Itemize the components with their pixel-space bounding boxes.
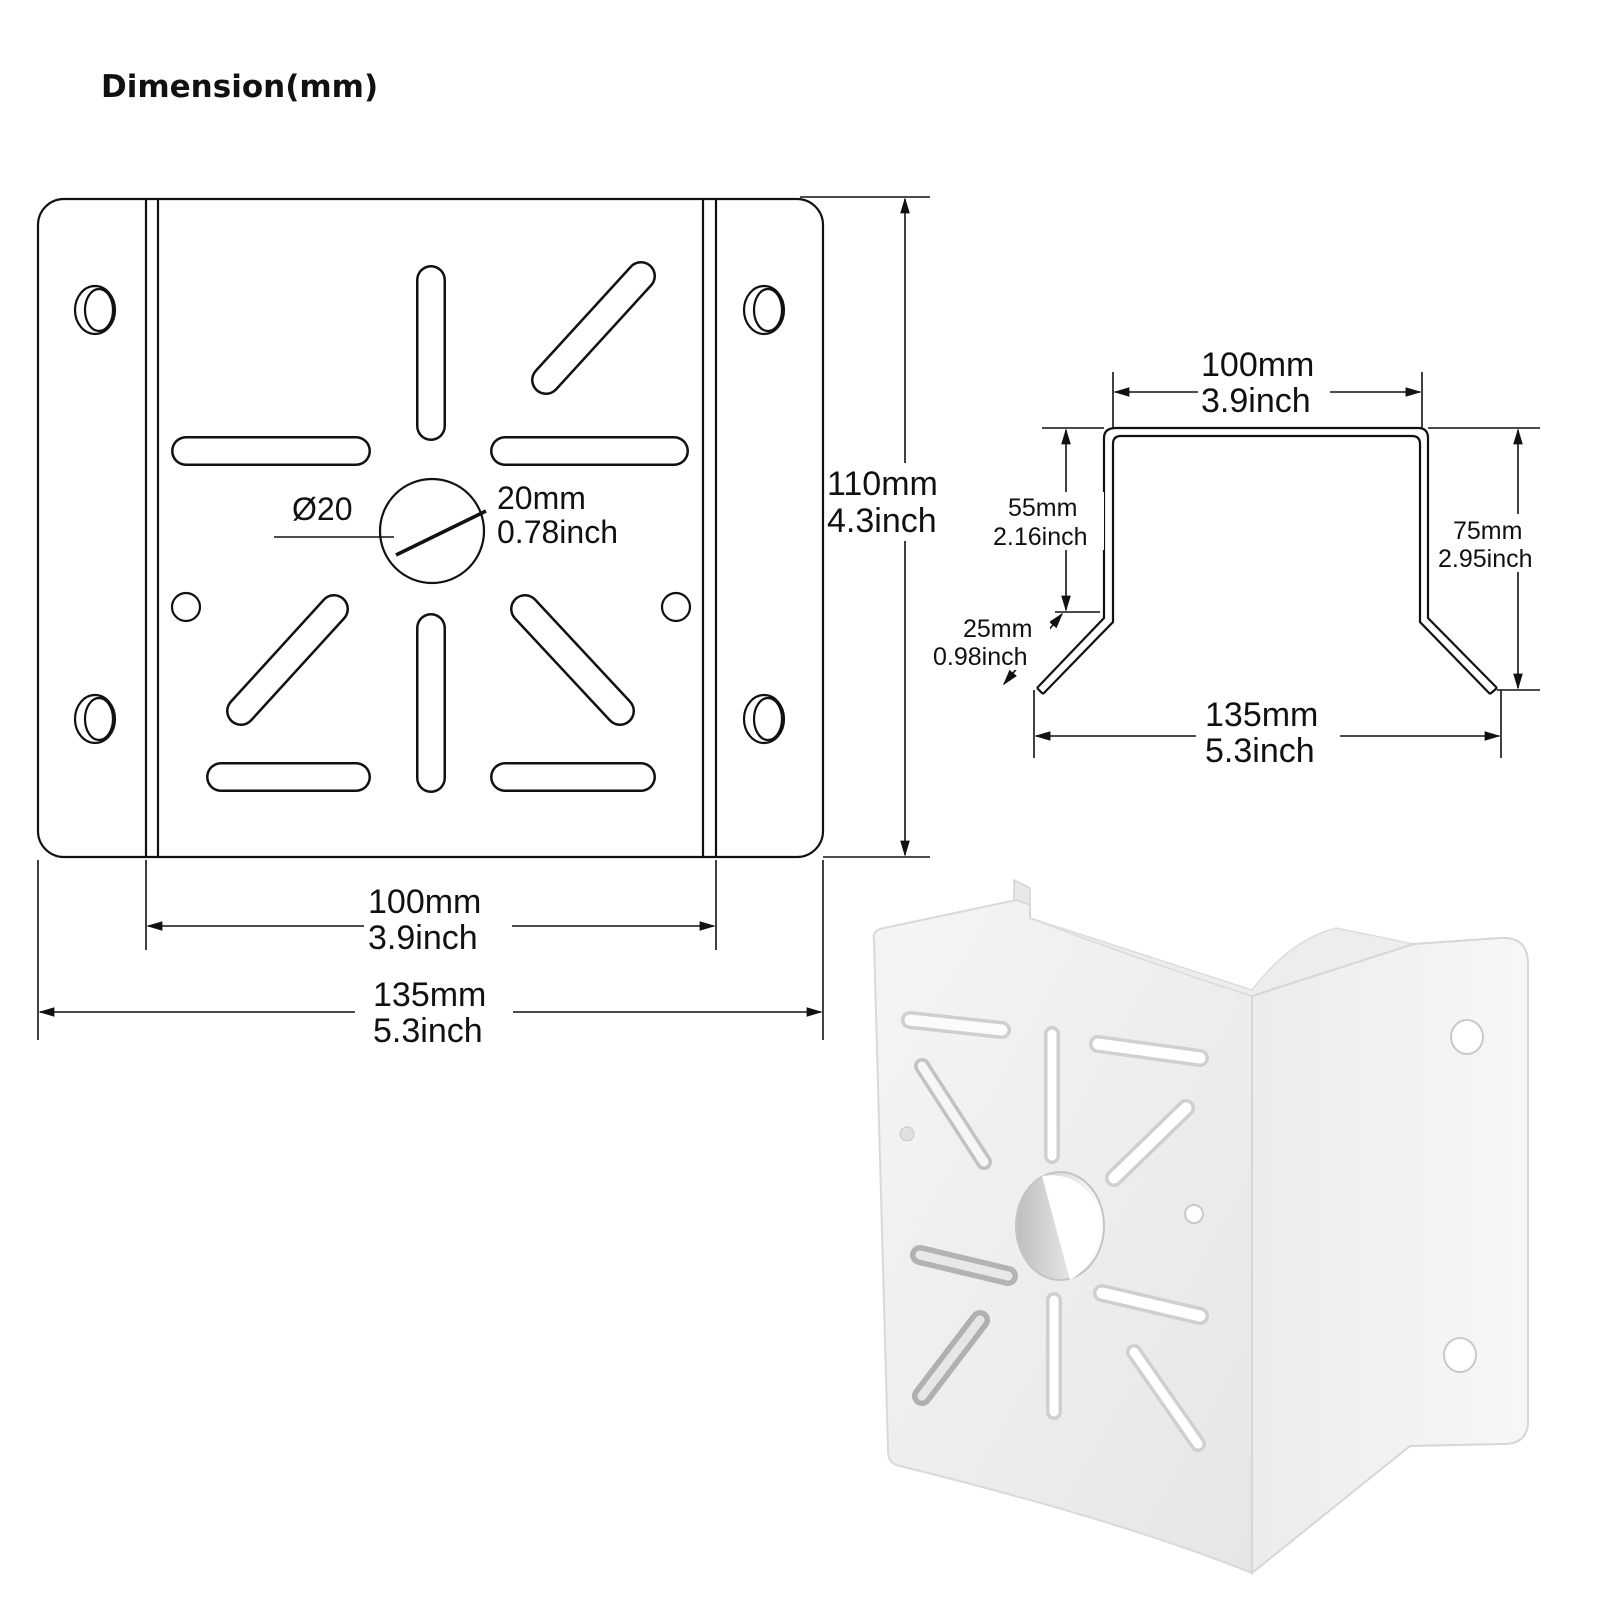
product-slot-hi [1096, 1287, 1206, 1322]
right-height-inch: 2.95inch [1438, 545, 1533, 573]
inner-width-mm: 100mm [368, 883, 481, 921]
top-width-inch: 3.9inch [1201, 382, 1311, 420]
top-width-mm: 100mm [1201, 346, 1314, 384]
height-inch: 4.3inch [827, 502, 937, 540]
label-mask [1196, 696, 1340, 770]
bracket-outline [36, 197, 825, 859]
hole-size-mm: 20mm [497, 480, 586, 516]
side-view: 100mm 3.9inch 55mm 2.16inch 75mm 2.95inc… [932, 346, 1551, 770]
bracket-side-face [1251, 936, 1529, 1576]
small-hole [170, 591, 202, 623]
small-hole [660, 591, 692, 623]
label-mask [364, 883, 512, 955]
left-height-inch: 2.16inch [993, 523, 1088, 551]
slot-fill [228, 596, 347, 724]
flange-hole [1450, 1019, 1484, 1055]
label-mask [1198, 347, 1330, 417]
center-hole [378, 477, 486, 585]
profile-end [1036, 687, 1044, 695]
bottom-width-inch: 5.3inch [1205, 732, 1315, 770]
left-height-mm: 55mm [1008, 494, 1077, 522]
product-slot-hi [1129, 1347, 1203, 1449]
bottom-width-mm: 135mm [1205, 696, 1318, 734]
label-mask [355, 975, 513, 1049]
right-height-mm: 75mm [1453, 517, 1522, 545]
inner-width-inch: 3.9inch [368, 919, 478, 957]
slot-fill [207, 263, 329, 393]
product-slot-hi [915, 1250, 1013, 1281]
product-slot-hi [1108, 1102, 1192, 1184]
bracket-product-image [872, 878, 1529, 1576]
label-mask [932, 614, 1050, 670]
label-mask [826, 463, 954, 541]
flange-inch: 0.98inch [933, 643, 1028, 671]
product-small-hole [1184, 1204, 1204, 1224]
profile-inner [1042, 434, 1491, 695]
product-slot-hi [904, 1014, 1008, 1036]
slot-fill [533, 263, 654, 393]
label-mask [1437, 514, 1551, 572]
outer-width-mm: 135mm [373, 976, 486, 1014]
diameter-line [395, 509, 487, 557]
mounting-hole [73, 693, 117, 745]
hole-size-inch: 0.78inch [497, 514, 618, 550]
flange-hole [1443, 1337, 1477, 1373]
front-view: Ø20 20mm 0.78inch 110mm 4.3inch 100mm 3.… [36, 196, 954, 1050]
diagram-title: Dimension(mm) [101, 69, 378, 105]
outer-width-inch: 5.3inch [373, 1012, 483, 1050]
product-small-hole [899, 1126, 915, 1142]
height-mm: 110mm [827, 465, 938, 503]
mounting-hole [73, 284, 117, 336]
mounting-hole [742, 693, 786, 745]
flange-mm: 25mm [963, 615, 1032, 643]
profile-end [1489, 687, 1498, 695]
hole-diameter-symbol: Ø20 [292, 491, 352, 527]
slot-fill [512, 596, 633, 724]
profile-outer [1036, 426, 1498, 689]
label-mask [992, 492, 1104, 550]
product-center-hole-hi [1042, 1175, 1101, 1280]
product-slot-hi [917, 1315, 985, 1401]
product-slot-hi [1092, 1038, 1206, 1064]
product-slot-hi [917, 1061, 989, 1167]
mounting-hole [742, 284, 786, 336]
